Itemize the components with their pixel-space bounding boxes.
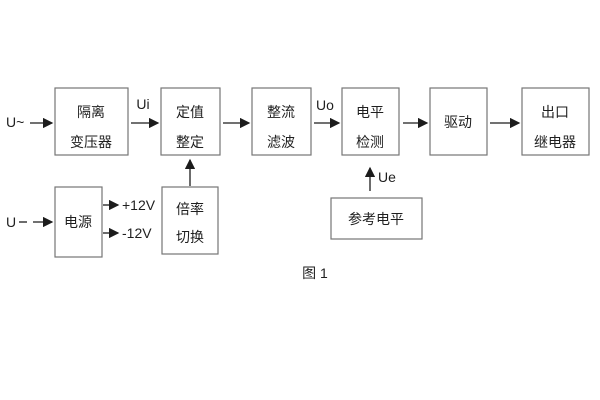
reference-level-label: 参考电平 [348, 211, 404, 227]
setpoint-adjust-box [160, 87, 221, 156]
isolation-transformer-label-line1: 隔离 [77, 104, 105, 120]
isolation-transformer-box [54, 87, 129, 156]
isolation-transformer-label-line2: 变压器 [70, 134, 112, 150]
block-setpoint-adjust: 定值 整定 [160, 87, 221, 156]
rail-positive-label: +12V [122, 197, 156, 213]
rail-negative-label: -12V [122, 225, 152, 241]
block-driver: 驱动 [429, 87, 488, 156]
ac-input-label: U~ [6, 114, 24, 130]
level-detect-label-line2: 检测 [356, 134, 384, 150]
rectifier-filter-label-line2: 滤波 [267, 134, 295, 150]
setpoint-adjust-label-line1: 定值 [176, 104, 204, 120]
power-supply-label: 电源 [64, 214, 92, 230]
signal-uo-label: Uo [316, 97, 334, 113]
output-relay-label-line2: 继电器 [534, 134, 576, 150]
output-relay-label-line1: 出口 [541, 104, 569, 120]
signal-ue-label: Ue [378, 169, 396, 185]
output-relay-box [521, 87, 590, 156]
block-power-supply: 电源 [54, 186, 103, 258]
block-isolation-transformer: 隔离 变压器 [54, 87, 129, 156]
block-ratio-switch: 倍率 切换 [161, 186, 219, 255]
level-detect-label-line1: 电平 [356, 104, 384, 120]
level-detect-box [341, 87, 400, 156]
figure-caption: 图 1 [302, 265, 328, 281]
rectifier-filter-box [251, 87, 312, 156]
driver-label: 驱动 [444, 114, 472, 130]
block-level-detect: 电平 检测 [341, 87, 400, 156]
block-rectifier-filter: 整流 滤波 [251, 87, 312, 156]
dc-input-label: U [6, 214, 16, 230]
signal-ui-label: Ui [136, 96, 149, 112]
rectifier-filter-label-line1: 整流 [267, 104, 295, 120]
driver-box [429, 87, 488, 156]
ratio-switch-box [161, 186, 219, 255]
block-reference-level: 参考电平 [330, 197, 423, 240]
block-output-relay: 出口 继电器 [521, 87, 590, 156]
ratio-switch-label-line2: 切换 [176, 229, 204, 245]
setpoint-adjust-label-line2: 整定 [176, 134, 204, 150]
ratio-switch-label-line1: 倍率 [176, 201, 204, 217]
reference-level-box [330, 197, 423, 240]
power-supply-box [54, 186, 103, 258]
